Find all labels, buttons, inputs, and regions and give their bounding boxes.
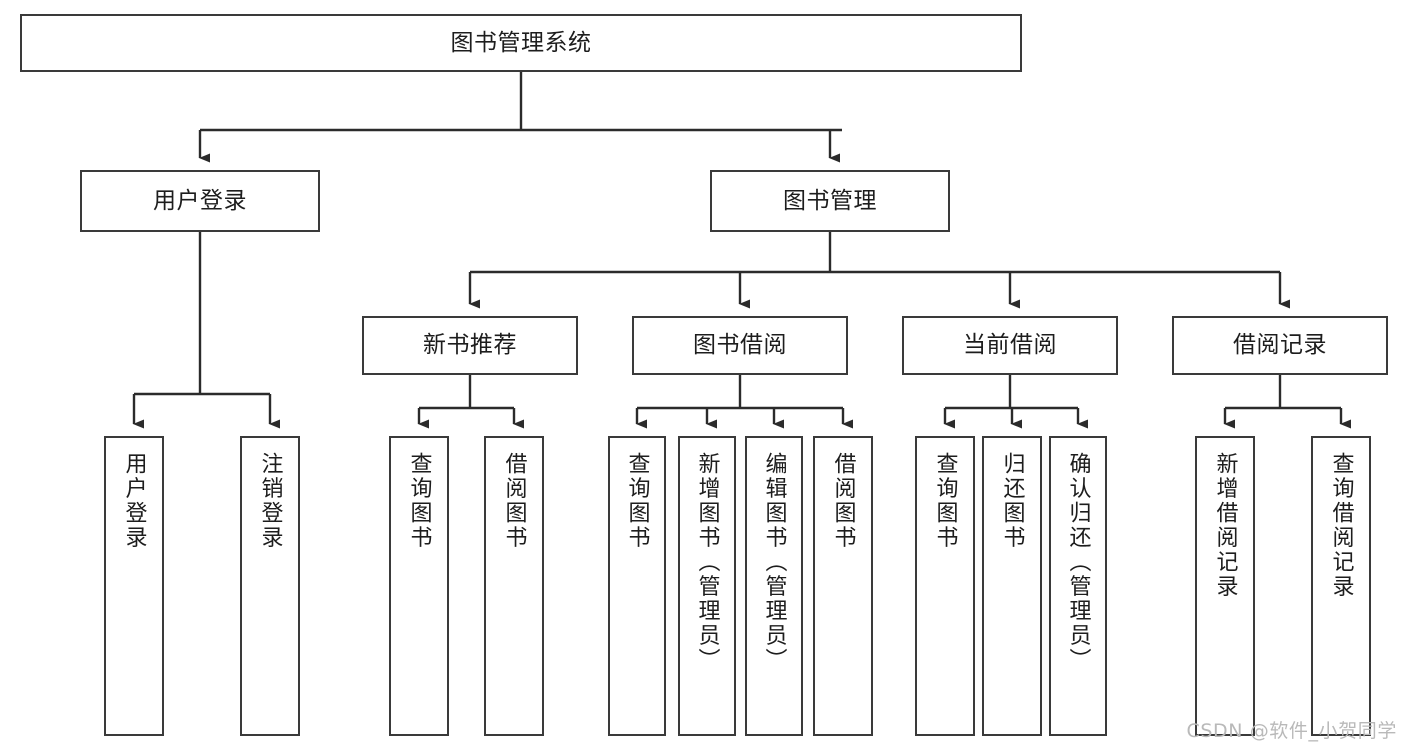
node-root-label: 图书管理系统 (450, 29, 592, 56)
node-current-borrow[interactable]: 当前借阅 (902, 316, 1118, 375)
leaf-node-add-borrow-record-label: 新增借阅记录 (1212, 452, 1238, 599)
node-book-management[interactable]: 图书管理 (710, 170, 950, 232)
leaf-node-borrow-book[interactable]: 借阅图书 (813, 436, 873, 736)
leaf-node-user-login[interactable]: 用户登录 (104, 436, 164, 736)
node-borrow-record[interactable]: 借阅记录 (1172, 316, 1388, 375)
leaf-node-query-book-rec-label: 查询图书 (406, 452, 432, 550)
leaf-node-query-book-borrow[interactable]: 查询图书 (608, 436, 666, 736)
leaf-node-query-book-current-label: 查询图书 (932, 452, 958, 550)
leaf-node-borrow-book-rec[interactable]: 借阅图书 (484, 436, 544, 736)
leaf-node-return-book-label: 归还图书 (999, 452, 1025, 550)
node-borrow-record-label: 借阅记录 (1233, 332, 1327, 359)
leaf-node-confirm-return-admin[interactable]: 确认归还（管理员） (1049, 436, 1107, 736)
node-current-borrow-label: 当前借阅 (963, 332, 1057, 359)
leaf-node-return-book[interactable]: 归还图书 (982, 436, 1042, 736)
node-user-login-label: 用户登录 (153, 187, 247, 214)
node-new-book-recommend-label: 新书推荐 (423, 332, 517, 359)
node-root[interactable]: 图书管理系统 (20, 14, 1022, 72)
leaf-node-logout-label: 注销登录 (257, 452, 283, 550)
node-book-borrow[interactable]: 图书借阅 (632, 316, 848, 375)
leaf-node-query-borrow-record-label: 查询借阅记录 (1328, 452, 1354, 599)
node-new-book-recommend[interactable]: 新书推荐 (362, 316, 578, 375)
node-book-management-label: 图书管理 (783, 187, 877, 214)
leaf-node-user-login-label: 用户登录 (121, 452, 147, 550)
leaf-node-query-book-current[interactable]: 查询图书 (915, 436, 975, 736)
leaf-node-edit-book-admin[interactable]: 编辑图书（管理员） (745, 436, 803, 736)
leaf-node-logout[interactable]: 注销登录 (240, 436, 300, 736)
leaf-node-edit-book-admin-label: 编辑图书（管理员） (761, 452, 787, 673)
node-book-borrow-label: 图书借阅 (693, 332, 787, 359)
node-user-login[interactable]: 用户登录 (80, 170, 320, 232)
leaf-node-add-borrow-record[interactable]: 新增借阅记录 (1195, 436, 1255, 736)
leaf-node-add-book-admin[interactable]: 新增图书（管理员） (678, 436, 736, 736)
leaf-node-query-book-rec[interactable]: 查询图书 (389, 436, 449, 736)
leaf-node-borrow-book-label: 借阅图书 (830, 452, 856, 550)
leaf-node-query-borrow-record[interactable]: 查询借阅记录 (1311, 436, 1371, 736)
leaf-node-query-book-borrow-label: 查询图书 (624, 452, 650, 550)
leaf-node-borrow-book-rec-label: 借阅图书 (501, 452, 527, 550)
leaf-node-confirm-return-admin-label: 确认归还（管理员） (1065, 452, 1091, 673)
csdn-watermark: CSDN @软件_小贺同学 (1186, 720, 1397, 742)
leaf-node-add-book-admin-label: 新增图书（管理员） (694, 452, 720, 673)
